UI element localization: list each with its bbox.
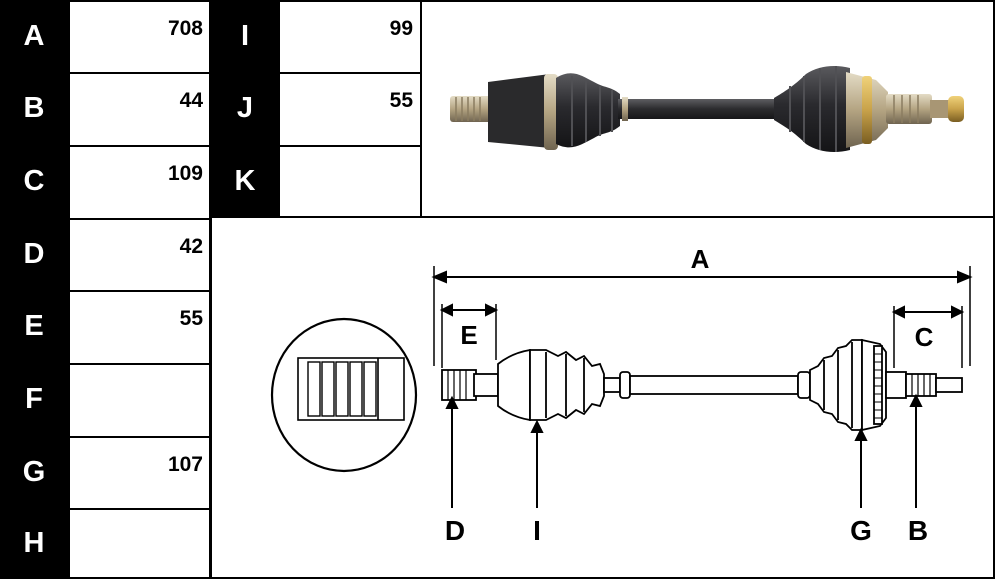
grid-line <box>68 290 210 292</box>
grid-line <box>0 0 995 2</box>
pointer-arrow-i <box>530 419 544 433</box>
arrow-e-right <box>485 303 499 317</box>
inner-boot <box>529 349 605 421</box>
value-f <box>69 363 210 436</box>
left-splines <box>447 370 467 400</box>
grid-line <box>68 145 210 147</box>
label-j: J <box>212 72 278 145</box>
label-h: H <box>0 508 68 579</box>
arrow-c-right <box>951 305 965 319</box>
pointer-label-g: G <box>850 515 872 546</box>
outer-splines <box>911 374 931 396</box>
pointer-label-i: I <box>533 515 541 546</box>
dimension-label-a: A <box>691 244 710 274</box>
shaft-collar <box>603 377 621 393</box>
pointer-arrow-g <box>854 427 868 441</box>
arrow-a-right <box>957 270 973 284</box>
outer-neck <box>885 371 907 399</box>
arrow-c-left <box>891 305 905 319</box>
value-d: 42 <box>69 218 210 290</box>
drive-shaft-diagram: A E C D I G B <box>212 218 993 577</box>
abs-ring <box>873 345 883 425</box>
grid-line <box>68 0 70 579</box>
outer-collar <box>797 371 811 399</box>
label-d: D <box>0 218 68 290</box>
label-g: G <box>0 436 68 508</box>
dimension-label-c: C <box>915 322 934 352</box>
value-g: 107 <box>69 436 210 508</box>
spline-detail-callout <box>270 317 418 473</box>
main-shaft <box>629 375 799 395</box>
grid-line <box>210 216 995 218</box>
grid-line <box>68 218 210 220</box>
dimension-label-e: E <box>460 320 477 350</box>
label-e: E <box>0 290 68 363</box>
damper-ring <box>619 371 631 399</box>
value-k <box>279 145 420 218</box>
pointer-arrow-b <box>909 393 923 407</box>
left-spline-stub <box>441 369 477 401</box>
outer-boot <box>809 339 863 431</box>
grid-line <box>68 508 210 510</box>
grid-line <box>278 72 422 74</box>
pointer-arrow-d <box>445 395 459 409</box>
value-b: 44 <box>69 72 210 145</box>
value-h <box>69 508 210 579</box>
grid-line <box>420 0 422 218</box>
grid-line <box>68 363 210 365</box>
arrow-e-left <box>439 303 453 317</box>
label-i: I <box>212 0 278 72</box>
value-a: 708 <box>69 0 210 72</box>
threaded-end <box>935 377 963 393</box>
left-neck <box>473 373 499 397</box>
grid-line <box>993 0 995 579</box>
grid-line <box>68 436 210 438</box>
grid-line <box>278 145 422 147</box>
detail-splines <box>307 361 377 417</box>
label-b: B <box>0 72 68 145</box>
value-i: 99 <box>279 0 420 72</box>
label-a: A <box>0 0 68 72</box>
value-c: 109 <box>69 145 210 218</box>
arrow-a-left <box>431 270 447 284</box>
drive-shaft-photo <box>422 2 993 216</box>
abs-teeth <box>874 353 882 419</box>
technical-drawing: A E C D I G B <box>270 244 973 546</box>
inner-joint-housing <box>497 348 531 422</box>
pointer-label-b: B <box>908 515 928 546</box>
pointer-label-d: D <box>445 515 465 546</box>
value-e: 55 <box>69 290 210 363</box>
outer-spline-stub <box>905 373 937 397</box>
drive-shaft-photo-image <box>450 66 964 152</box>
label-c: C <box>0 145 68 218</box>
grid-line <box>209 0 212 579</box>
label-f: F <box>0 363 68 436</box>
label-k: K <box>212 145 278 218</box>
grid-line <box>0 577 995 579</box>
grid-line <box>68 72 210 74</box>
grid-line <box>278 0 280 218</box>
value-j: 55 <box>279 72 420 145</box>
